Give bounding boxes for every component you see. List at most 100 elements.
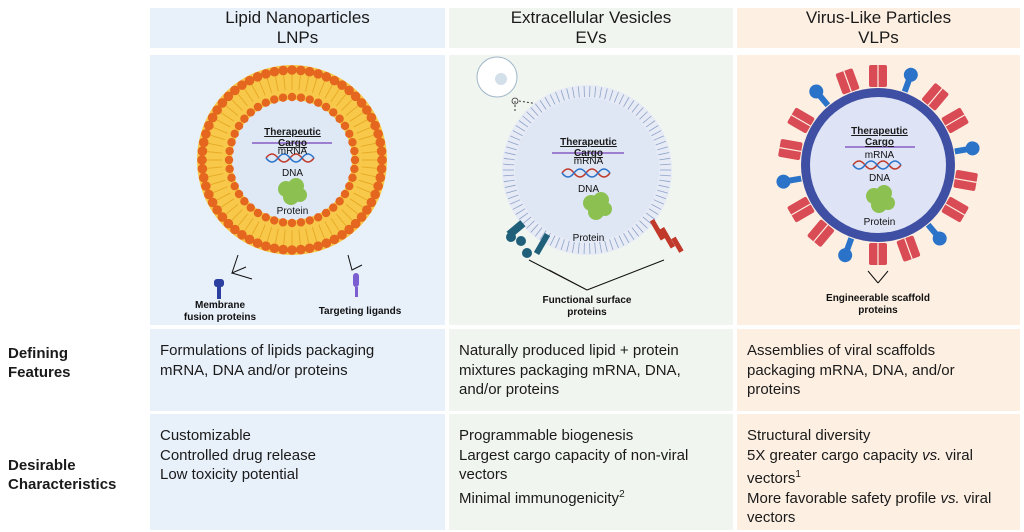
scaffold-spike-icon (941, 196, 969, 223)
membrane-fusion-protein-icon (214, 279, 224, 299)
lipid-head-icon (350, 218, 361, 229)
lnp-diagram (197, 65, 387, 299)
desirable-vlp-line: vectors1 (747, 465, 1020, 489)
lipid-head-icon (252, 238, 263, 248)
cargo-capacity-text: 5X greater cargo capacity (747, 446, 923, 464)
header-lnp-abbr: LNPs (276, 28, 319, 47)
safety-text: More favorable safety profile (747, 489, 941, 507)
defining-lnp-line: mRNA, DNA and/or proteins (160, 361, 348, 379)
lipid-head-icon (197, 164, 208, 174)
defining-lnp-cell: Formulations of lipids packaging mRNA, D… (150, 329, 445, 411)
vlp-diagram (776, 65, 980, 284)
scaffold-spike-icon (922, 83, 949, 111)
defining-vlp-line: packaging mRNA, DNA, and/or (747, 361, 955, 379)
lipid-head-icon (313, 213, 323, 222)
lipid-head-icon (227, 138, 236, 147)
vlp-protein-label: Protein (863, 217, 896, 228)
lipid-head-icon (344, 85, 354, 96)
lipid-head-icon (376, 146, 387, 156)
lipid-head-icon (223, 91, 234, 102)
functional-label-line1: Functional surface (542, 295, 632, 306)
scaffold-spike-icon (809, 84, 831, 108)
lipid-head-icon (321, 238, 332, 248)
engineerable-label-line1: Engineerable scaffold (826, 293, 930, 304)
lnp-cargo-title: Therapeutic Cargo (264, 127, 321, 149)
row-label-desirable: Desirable Characteristics (8, 456, 116, 494)
lipid-head-icon (230, 129, 239, 139)
membrane-label-line1: Membrane (194, 300, 245, 311)
defining-line1: Defining (8, 345, 68, 362)
lnp-mrna-label: mRNA (277, 146, 308, 157)
functional-surface-label: Functional surface proteins (527, 295, 647, 319)
desirable-line1: Desirable (8, 457, 76, 474)
targeting-ligand-icon (353, 273, 359, 297)
ev-protein-label: Protein (572, 233, 605, 244)
scaffold-spike-icon (901, 67, 918, 93)
lipid-head-icon (375, 137, 386, 148)
scaffold-spike-icon (925, 222, 947, 246)
lipid-head-icon (230, 181, 239, 191)
header-vlp: Virus-Like Particles VLPs (737, 8, 1020, 48)
defining-vlp-cell: Assemblies of viral scaffolds packaging … (737, 329, 1020, 411)
header-ev-abbr: EVs (575, 28, 607, 47)
lipid-head-icon (329, 108, 338, 117)
desirable-vlp-line: 5X greater cargo capacity vs. viral (747, 446, 1020, 466)
lipid-head-icon (198, 137, 209, 148)
lipid-head-icon (278, 65, 288, 76)
lipid-head-icon (344, 224, 354, 235)
lipid-head-icon (270, 95, 279, 104)
lipid-head-icon (362, 105, 372, 115)
lipid-head-icon (244, 75, 255, 86)
lipid-head-icon (329, 234, 340, 245)
ev-mrna-label: mRNA (573, 156, 604, 167)
footnote-1: 1 (795, 469, 801, 480)
lipid-head-icon (348, 173, 357, 182)
lipid-head-icon (261, 241, 271, 251)
defining-ev-line: mixtures packaging mRNA, DNA, (459, 361, 681, 379)
lipid-head-icon (377, 155, 387, 165)
lnp-dna-label: DNA (281, 168, 304, 179)
lipid-head-icon (217, 212, 228, 222)
lipid-head-icon (335, 197, 344, 206)
desirable-lnp-line: Controlled drug release (160, 446, 316, 464)
lipid-head-icon (198, 172, 209, 183)
vlp-mrna-label: mRNA (864, 150, 895, 161)
lipid-head-icon (313, 98, 323, 107)
defining-lnp-line: Formulations of lipids packaging (160, 342, 375, 359)
scaffold-spike-icon (896, 235, 921, 262)
scaffold-spike-icon (869, 243, 887, 265)
lipid-head-icon (287, 218, 297, 228)
lipid-head-icon (321, 208, 331, 218)
lipid-head-icon (313, 69, 323, 79)
ev-cargo-title: Therapeutic Cargo (560, 137, 617, 159)
functional-label-line2: proteins (567, 307, 607, 318)
immunogenicity-text: Minimal immunogenicity (459, 489, 620, 507)
lipid-head-icon (207, 112, 218, 123)
lipid-head-icon (287, 92, 297, 102)
lipid-head-icon (305, 95, 314, 104)
lipid-head-icon (270, 216, 279, 225)
header-lnp-title: Lipid Nanoparticles (225, 8, 370, 27)
targeting-ligands-label: Targeting ligands (318, 306, 402, 317)
lipid-head-icon (366, 197, 377, 208)
lipid-head-icon (337, 230, 347, 240)
desirable-lnp-line: Low toxicity potential (160, 466, 299, 483)
lipid-head-icon (296, 218, 306, 227)
lipid-head-icon (375, 172, 386, 183)
defining-ev-line: Naturally produced lipid + protein (459, 342, 679, 359)
desirable-ev-line: Largest cargo capacity of non-viral (459, 446, 689, 464)
lipid-head-icon (201, 181, 211, 191)
lipid-head-icon (230, 85, 240, 96)
lipid-head-icon (373, 129, 383, 139)
desirable-ev-line: Programmable biogenesis (459, 427, 634, 444)
scaffold-spike-icon (941, 107, 969, 134)
lipid-head-icon (345, 181, 354, 191)
lipid-head-icon (362, 205, 372, 215)
lipid-head-icon (304, 243, 315, 254)
lipid-head-icon (321, 72, 332, 82)
lipid-head-icon (197, 155, 207, 165)
membrane-label-line2: fusion proteins (183, 312, 257, 323)
lipid-head-icon (240, 114, 249, 123)
scaffold-spike-icon (787, 196, 815, 223)
lipid-head-icon (230, 224, 240, 235)
